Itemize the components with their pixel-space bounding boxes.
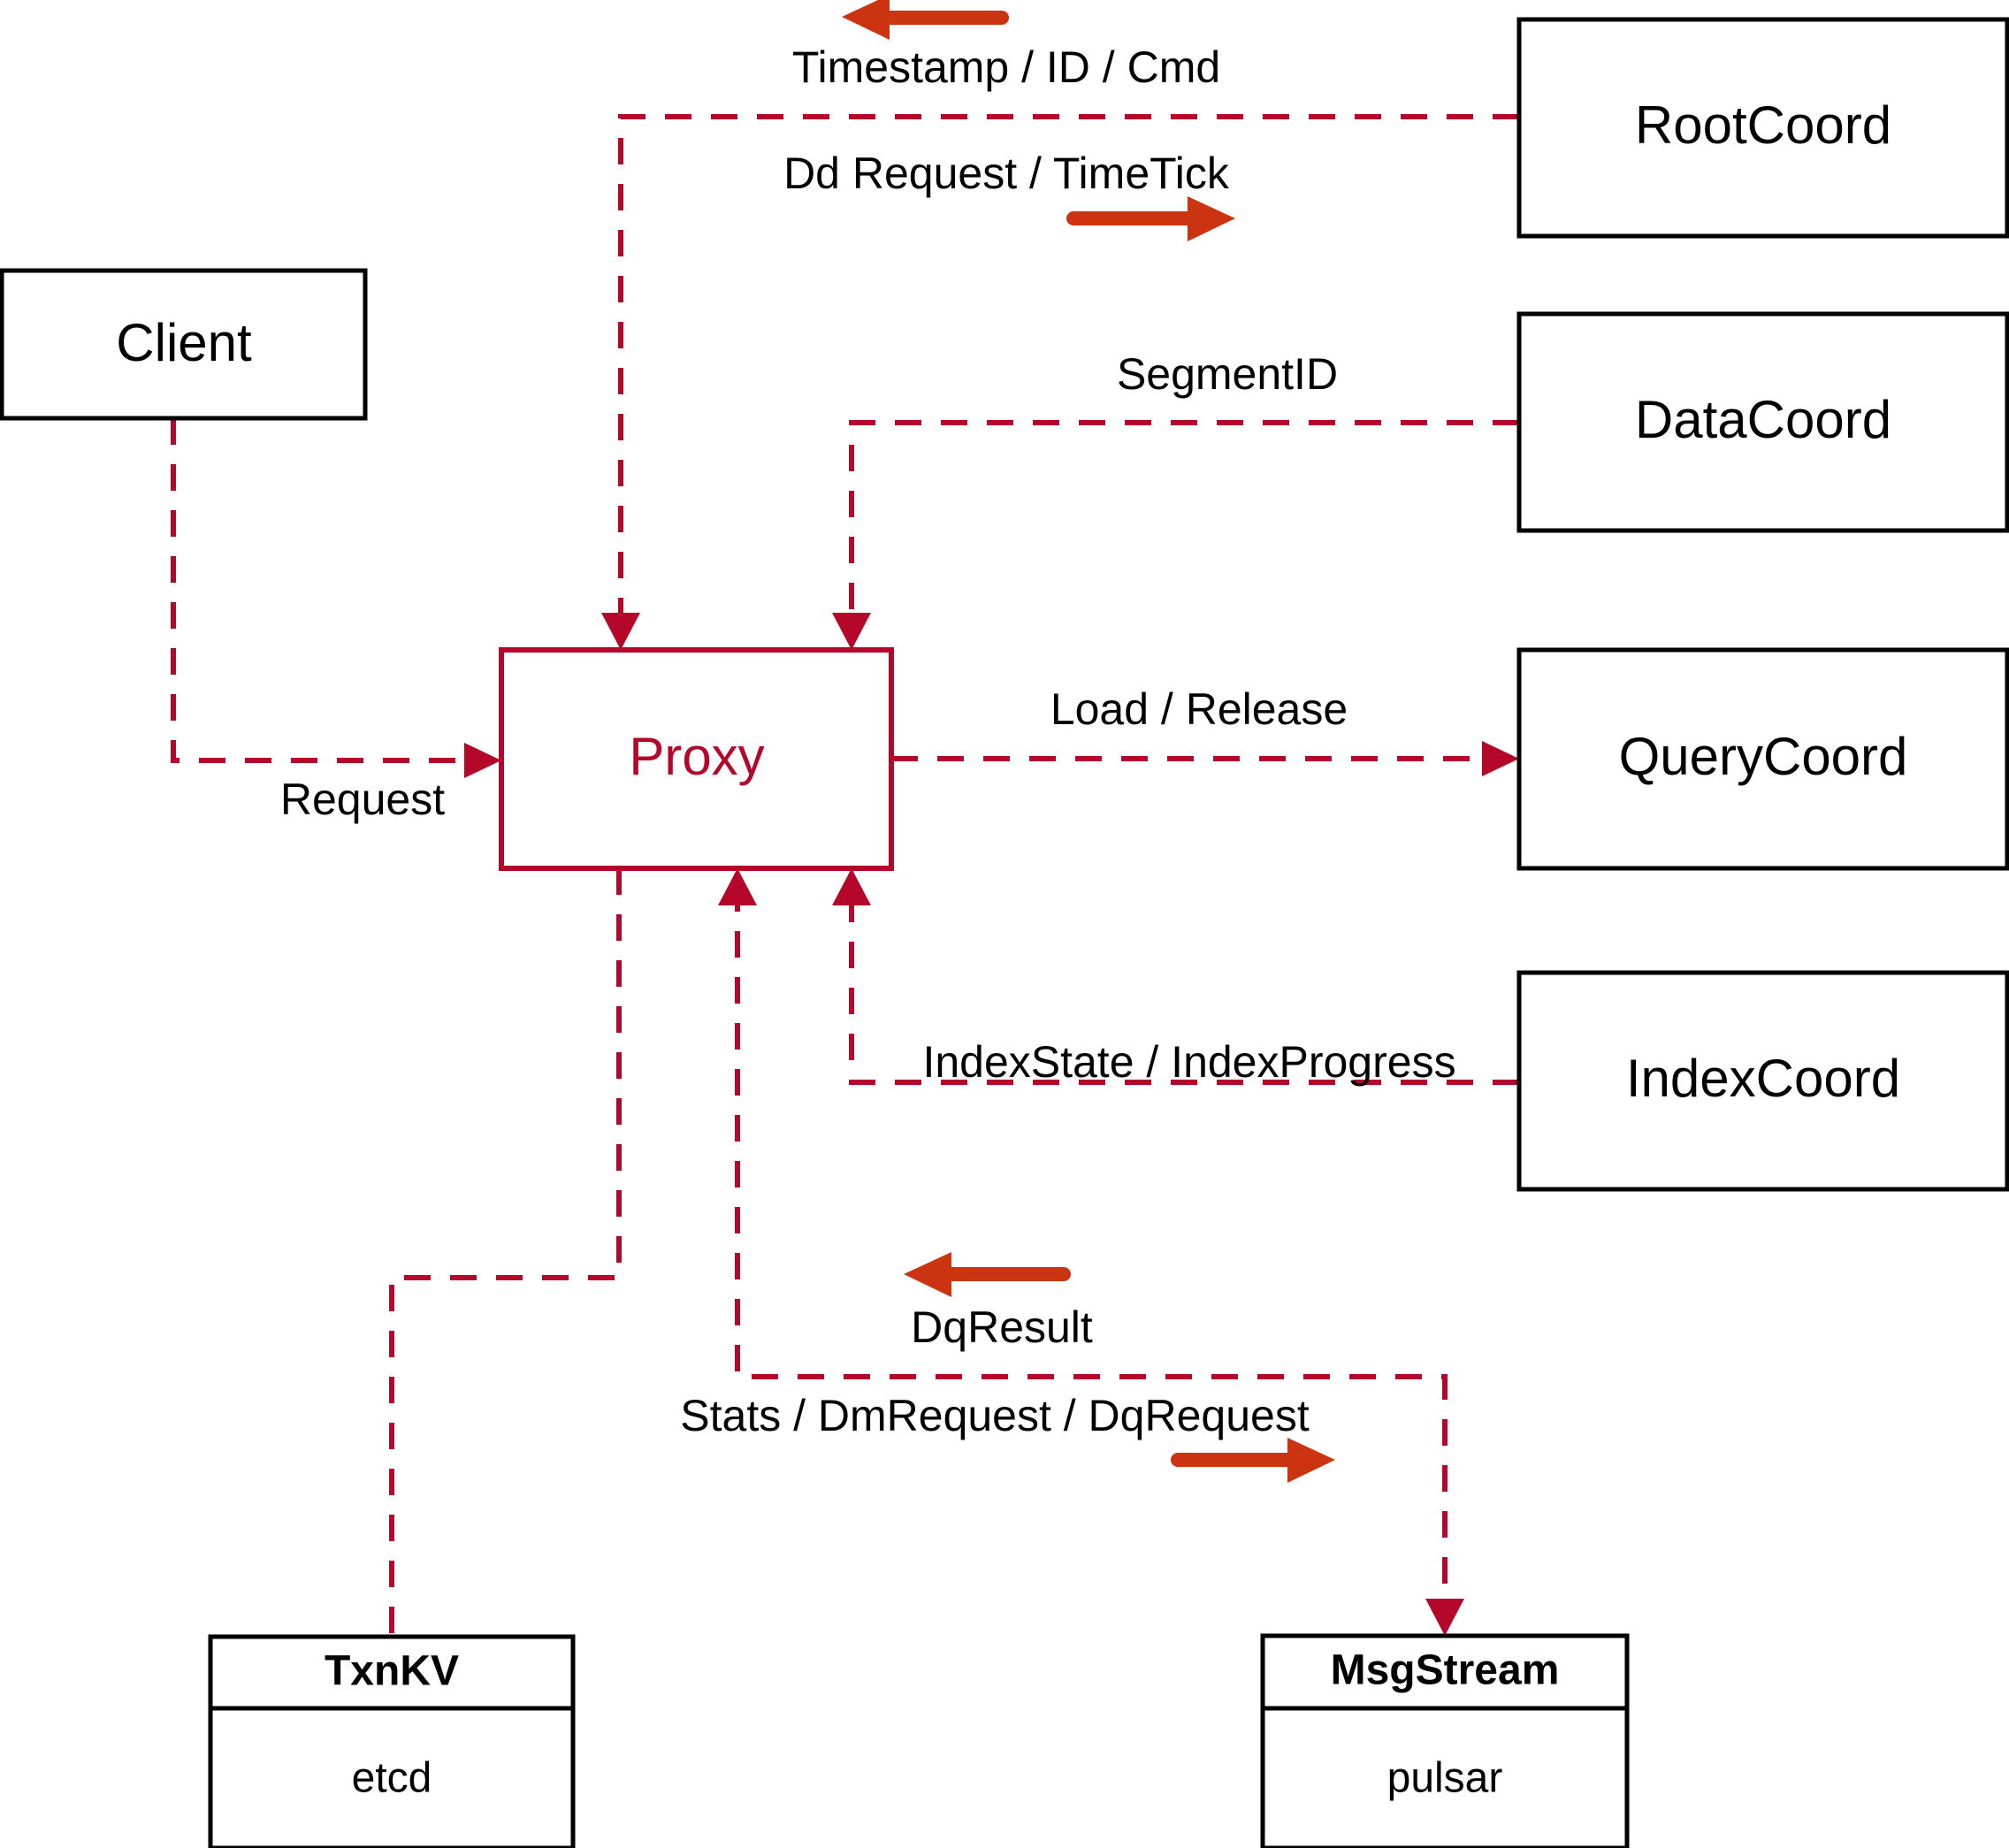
proxy-box[interactable] [499, 647, 894, 871]
arrowhead-querycoord-left [1482, 741, 1519, 776]
data-coord-label: DataCoord [1635, 390, 1891, 449]
node-client[interactable]: Client [0, 268, 368, 421]
arrowhead-proxy-top-left [601, 613, 640, 650]
arrowhead-proxy-bottom-left [718, 868, 757, 905]
edge-label-timestamp-id-cmd: Timestamp / ID / Cmd [792, 42, 1220, 92]
edge-rootcoord-to-proxy [601, 114, 1519, 650]
edge-datacoord-to-proxy [832, 420, 1519, 650]
txnkv-impl-label: etcd [352, 1755, 432, 1802]
node-root-coord[interactable]: RootCoord [1516, 17, 2009, 239]
edge-label-dd-request-timetick: Dd Request / TimeTick [783, 149, 1230, 198]
edge-msgstream-to-proxy [718, 868, 1464, 1636]
node-query-coord[interactable]: QueryCoord [1516, 647, 2009, 871]
query-coord-box[interactable] [1516, 647, 2009, 871]
edge-label-stats-dmrequest-dqrequest: Stats / DmRequest / DqRequest [680, 1391, 1310, 1440]
node-index-coord[interactable]: IndexCoord [1516, 970, 2009, 1192]
edge-client-to-proxy [171, 418, 501, 778]
msgstream-box[interactable] [1260, 1633, 1630, 1848]
msgstream-impl-label: pulsar [1387, 1755, 1503, 1802]
txnkv-box[interactable] [208, 1634, 576, 1848]
msgstream-label: MsgStream [1331, 1647, 1560, 1694]
edge-proxy-to-txnkv [389, 868, 622, 1637]
edge-label-indexstate-indexprogress: IndexState / IndexProgress [922, 1037, 1455, 1087]
query-coord-label: QueryCoord [1619, 727, 1908, 786]
client-label: Client [116, 313, 252, 372]
node-proxy[interactable]: Proxy [499, 647, 894, 871]
arrowhead-proxy-top-right [832, 613, 871, 650]
edge-label-dqresult: DqResult [911, 1302, 1093, 1352]
dir-arrow-timestamp-left [842, 0, 1009, 40]
edge-indexcoord-to-proxy [832, 868, 1519, 1085]
root-coord-box[interactable] [1516, 17, 2009, 239]
arrowhead-msgstream-top [1425, 1599, 1464, 1636]
edge-label-load-release: Load / Release [1050, 684, 1348, 734]
client-box[interactable] [0, 268, 368, 421]
txnkv-label: TxnKV [325, 1648, 459, 1695]
dir-arrow-dqresult-left [904, 1252, 1071, 1297]
index-coord-label: IndexCoord [1626, 1049, 1900, 1108]
edge-label-segmentid: SegmentID [1117, 349, 1338, 399]
edge-proxy-to-querycoord [891, 741, 1519, 776]
dir-arrow-ddrequest-right [1066, 196, 1235, 241]
proxy-label: Proxy [629, 727, 764, 786]
dir-arrow-dqrequest-right [1171, 1438, 1335, 1483]
edge-label-request: Request [280, 775, 445, 824]
root-coord-label: RootCoord [1635, 95, 1891, 155]
data-coord-box[interactable] [1516, 311, 2009, 533]
index-coord-box[interactable] [1516, 970, 2009, 1192]
node-txnkv[interactable]: TxnKV etcd [208, 1634, 576, 1848]
node-data-coord[interactable]: DataCoord [1516, 311, 2009, 533]
arrowhead-proxy-left [464, 743, 501, 778]
node-msgstream[interactable]: MsgStream pulsar [1260, 1633, 1630, 1848]
arrowhead-proxy-bottom-right [832, 868, 871, 905]
